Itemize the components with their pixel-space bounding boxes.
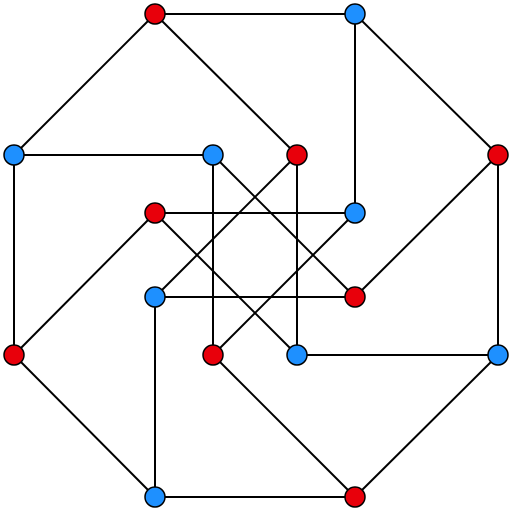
node-n6-blue — [144, 486, 166, 508]
edge-n1-n9 — [154, 13, 298, 156]
node-n9-red — [286, 144, 308, 166]
edge-n6-n7 — [13, 354, 156, 498]
node-n13-red — [202, 344, 224, 366]
edge-n8-n1 — [13, 13, 156, 156]
node-n11-red — [344, 286, 366, 308]
node-n7-red — [3, 344, 25, 366]
edge-n3-n11 — [354, 154, 499, 298]
node-n5-red — [344, 486, 366, 508]
node-n4-blue — [487, 344, 509, 366]
edge-n10-n13 — [212, 212, 356, 356]
edge-n2-n3 — [354, 13, 499, 156]
node-n8-blue — [3, 144, 25, 166]
node-n14-blue — [144, 286, 166, 308]
edge-n9-n14 — [154, 154, 298, 298]
node-n16-blue — [202, 144, 224, 166]
node-n3-red — [487, 144, 509, 166]
edge-n5-n13 — [212, 354, 356, 498]
node-n10-blue — [344, 202, 366, 224]
edge-n11-n16 — [212, 154, 356, 298]
edge-n4-n5 — [354, 354, 499, 498]
node-n15-red — [144, 202, 166, 224]
node-n12-blue — [286, 344, 308, 366]
node-n2-blue — [344, 3, 366, 25]
edges-layer — [13, 13, 499, 498]
edge-n12-n15 — [154, 212, 298, 356]
node-n1-red — [144, 3, 166, 25]
edge-n7-n15 — [13, 212, 156, 356]
nodes-layer — [3, 3, 509, 508]
